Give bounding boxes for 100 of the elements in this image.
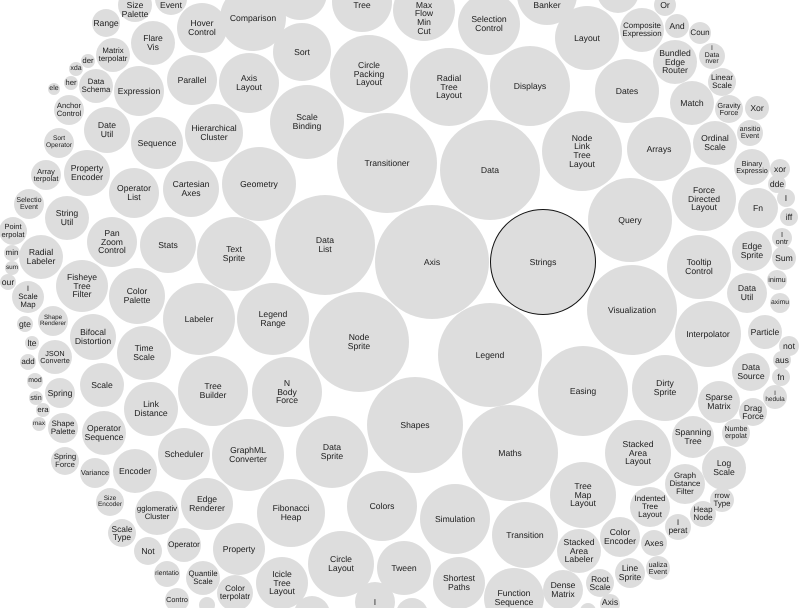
- bubble-label: Data Sprite: [320, 443, 344, 461]
- bubble-label: Arrays: [646, 144, 672, 154]
- bubble: [80, 458, 110, 488]
- bubble-label: Edge Sprite: [740, 242, 764, 260]
- bubble: [377, 541, 431, 595]
- bubble: [38, 340, 72, 374]
- bubble: [114, 66, 164, 116]
- bubble-label: Scale: [91, 380, 113, 390]
- bubble: [672, 416, 714, 458]
- bubble: [296, 416, 368, 488]
- bubble-label: Data: [480, 166, 500, 174]
- bubble: [140, 217, 196, 273]
- bubble: [17, 316, 33, 332]
- bubble: [600, 517, 640, 557]
- bubble: [56, 260, 108, 312]
- bubble: [96, 38, 130, 72]
- bubble: [0, 217, 27, 245]
- bubble: [80, 363, 124, 407]
- bubble-label: iff: [786, 212, 792, 222]
- bubble: [14, 189, 44, 219]
- bubble: [772, 368, 790, 386]
- bubble-label: Displays: [514, 82, 546, 90]
- bubble-label: Operator: [168, 540, 200, 550]
- bubble-label: Dates: [616, 86, 638, 96]
- bubble: [108, 519, 136, 547]
- bubble: [29, 391, 43, 405]
- bubble-label: Tree Builder: [200, 382, 226, 400]
- bubble-label: Scale Type: [112, 524, 132, 542]
- bubble-label: Time Scale: [133, 344, 155, 362]
- bubble-label: Sort: [294, 48, 310, 56]
- bubble-label: Sum: [775, 254, 793, 262]
- bubble: [256, 557, 308, 608]
- bubble-label: Or: [660, 1, 670, 10]
- bubble: [708, 68, 736, 96]
- bubble-label: Encoder: [118, 466, 151, 476]
- bubble: [257, 479, 325, 547]
- bubble: [595, 59, 659, 123]
- bubble: [134, 537, 162, 565]
- bubble-label: Stacked Area Labeler: [563, 538, 595, 564]
- bubble: [630, 487, 670, 527]
- bubble: [727, 273, 767, 313]
- bubble-label: gte: [19, 320, 31, 328]
- bubble: [458, 0, 520, 55]
- bubble-label: Property Encoder: [70, 164, 104, 182]
- bubble-label: Sequence: [138, 138, 176, 148]
- bubble-label: Pan Zoom Control: [98, 229, 126, 255]
- bubble-label: Axis: [602, 598, 618, 607]
- bubble-label: Stacked Area Layout: [622, 440, 654, 466]
- bubble: [732, 231, 772, 271]
- bubble: [605, 420, 671, 486]
- bubble: [600, 594, 620, 608]
- bubble: [665, 14, 689, 38]
- bubble-label: Strings: [530, 258, 556, 266]
- bubble: [124, 382, 178, 436]
- bubble: [185, 104, 243, 162]
- bubble: [109, 168, 159, 218]
- bubble: [69, 62, 83, 76]
- bubble: [27, 373, 43, 389]
- bubble: [4, 245, 20, 261]
- bubble: [702, 446, 746, 490]
- bubble-label: Hierarchical Cluster: [191, 124, 237, 142]
- bubble-label: Not: [141, 546, 155, 556]
- bubble: [667, 235, 731, 299]
- bubble-label: And: [669, 22, 685, 30]
- bubble-label: Date Util: [98, 121, 116, 139]
- bubble: [158, 428, 210, 480]
- bubble-label: Fibonacci Heap: [272, 504, 310, 522]
- bubble-label: Hover Control: [188, 19, 216, 37]
- bubble-label: Root Scale: [590, 574, 610, 592]
- bubble-label: Fn: [752, 204, 764, 212]
- bubble: [54, 95, 84, 125]
- bubble: [768, 175, 786, 193]
- bubble-label: Spanning Tree: [674, 428, 712, 446]
- bubble-label: Bundled Edge Router: [659, 49, 691, 75]
- bubble: [646, 556, 670, 580]
- bubble-label: Size Palette: [122, 0, 148, 18]
- bubble: [367, 377, 463, 473]
- bubble: [780, 208, 798, 226]
- bubble: [64, 76, 78, 90]
- bubble-label: Legend Range: [258, 310, 288, 328]
- bubble-label: Banker: [533, 1, 561, 10]
- bubble-label: Sparse Matrix: [705, 393, 733, 411]
- bubble-label: Operator List: [117, 184, 151, 202]
- bubble: [745, 96, 769, 120]
- bubble-label: Property: [222, 544, 256, 554]
- bubble-label: Tree: [353, 1, 371, 10]
- bubble: [732, 353, 770, 391]
- bubble-label: Dirty Sprite: [654, 379, 676, 397]
- bubble-label: Parallel: [178, 76, 206, 84]
- bubble: [5, 261, 19, 275]
- bubble: [632, 355, 698, 421]
- bubble: [737, 120, 763, 146]
- bubble: [131, 21, 175, 65]
- bubble-label: Function Sequence: [494, 589, 534, 607]
- bubble-label: Node Link Tree Layout: [569, 134, 595, 168]
- bubble-label: Xor: [750, 104, 764, 112]
- bubble: [167, 528, 201, 562]
- bubble-label: Match: [680, 98, 704, 108]
- bubble-label: Query: [618, 216, 642, 224]
- bubble: [615, 558, 645, 588]
